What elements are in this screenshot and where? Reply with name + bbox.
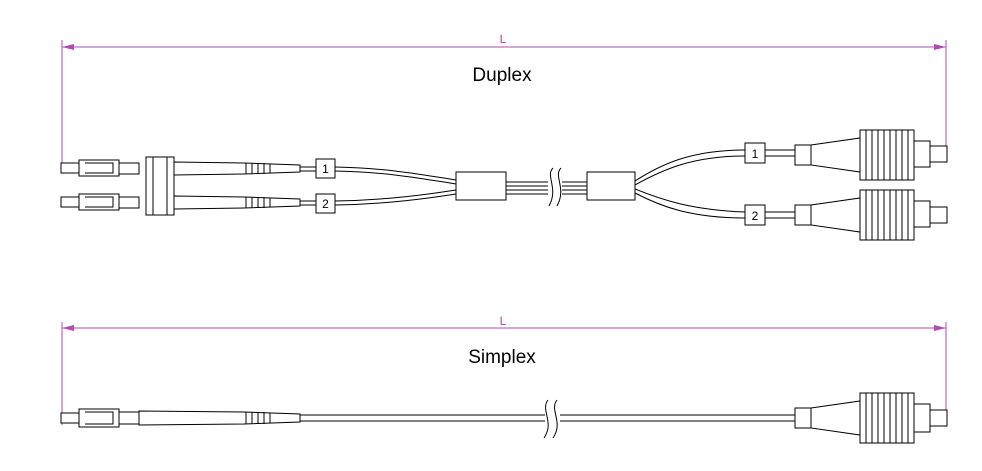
svg-text:2: 2 bbox=[322, 197, 329, 211]
duplex-cable-middle bbox=[506, 167, 587, 207]
split-sleeve-right bbox=[586, 171, 636, 201]
tag-left-1: 1 bbox=[315, 158, 336, 179]
simplex-length-label: L bbox=[500, 314, 507, 328]
svg-text:2: 2 bbox=[752, 209, 759, 223]
simplex-assembly: L Simplex bbox=[60, 314, 948, 444]
duplex-title: Duplex bbox=[472, 65, 532, 86]
svg-text:1: 1 bbox=[322, 162, 329, 176]
duplex-cable-left bbox=[300, 166, 457, 206]
fc-connector-right bbox=[794, 392, 948, 444]
tag-left-2: 2 bbox=[315, 193, 336, 214]
simplex-length-dimension bbox=[61, 322, 947, 425]
simplex-cable bbox=[300, 399, 795, 439]
tag-right-1: 1 bbox=[744, 142, 766, 164]
tag-right-2: 2 bbox=[744, 204, 766, 226]
break-symbol bbox=[548, 167, 554, 207]
fc-connector-right-upper bbox=[794, 129, 948, 181]
lc-connector-left bbox=[60, 408, 301, 428]
lc-duplex-connector-left bbox=[60, 156, 301, 216]
duplex-assembly: L Duplex bbox=[60, 32, 948, 241]
svg-text:1: 1 bbox=[752, 147, 759, 161]
simplex-break-symbol bbox=[543, 399, 549, 439]
split-sleeve-left bbox=[455, 171, 507, 201]
duplex-cable-right bbox=[634, 149, 795, 219]
duplex-length-dimension bbox=[61, 40, 947, 168]
duplex-length-label: L bbox=[500, 32, 507, 46]
simplex-title: Simplex bbox=[468, 347, 536, 368]
fc-connector-right-lower bbox=[794, 189, 948, 241]
